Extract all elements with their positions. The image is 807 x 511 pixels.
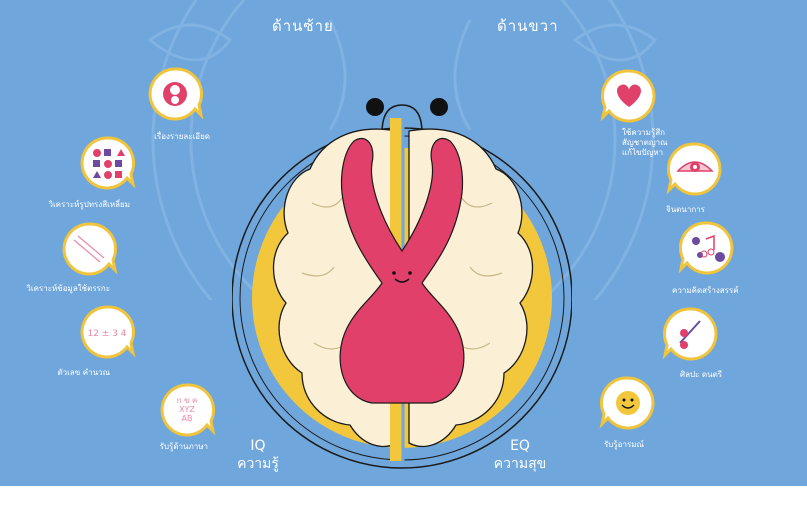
caption-right-4: ศิลปะ ดนตรี (680, 370, 790, 380)
bubble-left-4: 12 ± 3 4 (80, 305, 134, 359)
bubble-right-1 (602, 69, 656, 123)
left-dot (366, 98, 384, 116)
bubble-right-2 (668, 142, 722, 196)
smile-icon (616, 391, 640, 415)
footer-left: IQ ความรู้ (213, 437, 303, 473)
brain-illustration (232, 73, 572, 493)
bubble-right-5 (601, 376, 655, 430)
footer-left-label: ความรู้ (213, 455, 303, 473)
caption-right-3: ความคิดสร้างสรรค์ (672, 286, 782, 296)
caption-right-5: รับรู้อารมณ์ (604, 440, 714, 450)
right-dot (430, 98, 448, 116)
caption-left-4: ตัวเลข คำนวณ (0, 368, 110, 378)
shapes-grid-icon (93, 149, 125, 179)
heading-left: ด้านซ้าย (272, 14, 334, 38)
caption-right-2: จินตนาการ (666, 205, 776, 215)
bubble-right-3 (680, 221, 734, 275)
footer-right-code: EQ (475, 437, 565, 455)
pacifier-icon (163, 82, 187, 106)
bubble-left-3 (62, 222, 116, 276)
svg-text:XYZ: XYZ (179, 405, 195, 414)
footer-right: EQ ความสุข (475, 437, 565, 473)
svg-text:AB: AB (182, 414, 193, 423)
bubble-right-4 (664, 307, 718, 361)
numbers-icon: 12 ± 3 4 (87, 329, 126, 339)
footer-right-label: ความสุข (475, 455, 565, 473)
svg-text:ก ข ค: ก ข ค (177, 396, 198, 405)
bubble-left-1 (148, 67, 202, 121)
caption-left-2: วิเคราะห์รูปทรงสีเหลี่ยม (20, 200, 130, 210)
bubble-left-2 (80, 136, 134, 190)
footer-left-code: IQ (213, 437, 303, 455)
bubble-left-5: ก ข ค XYZ AB (160, 383, 214, 437)
caption-left-5: รับรู้ด้านภาษา (98, 442, 208, 452)
heading-right: ด้านขวา (497, 14, 559, 38)
caption-left-3: วิเคราะห์ข้อมูลใช้ตรรกะ (0, 284, 110, 294)
